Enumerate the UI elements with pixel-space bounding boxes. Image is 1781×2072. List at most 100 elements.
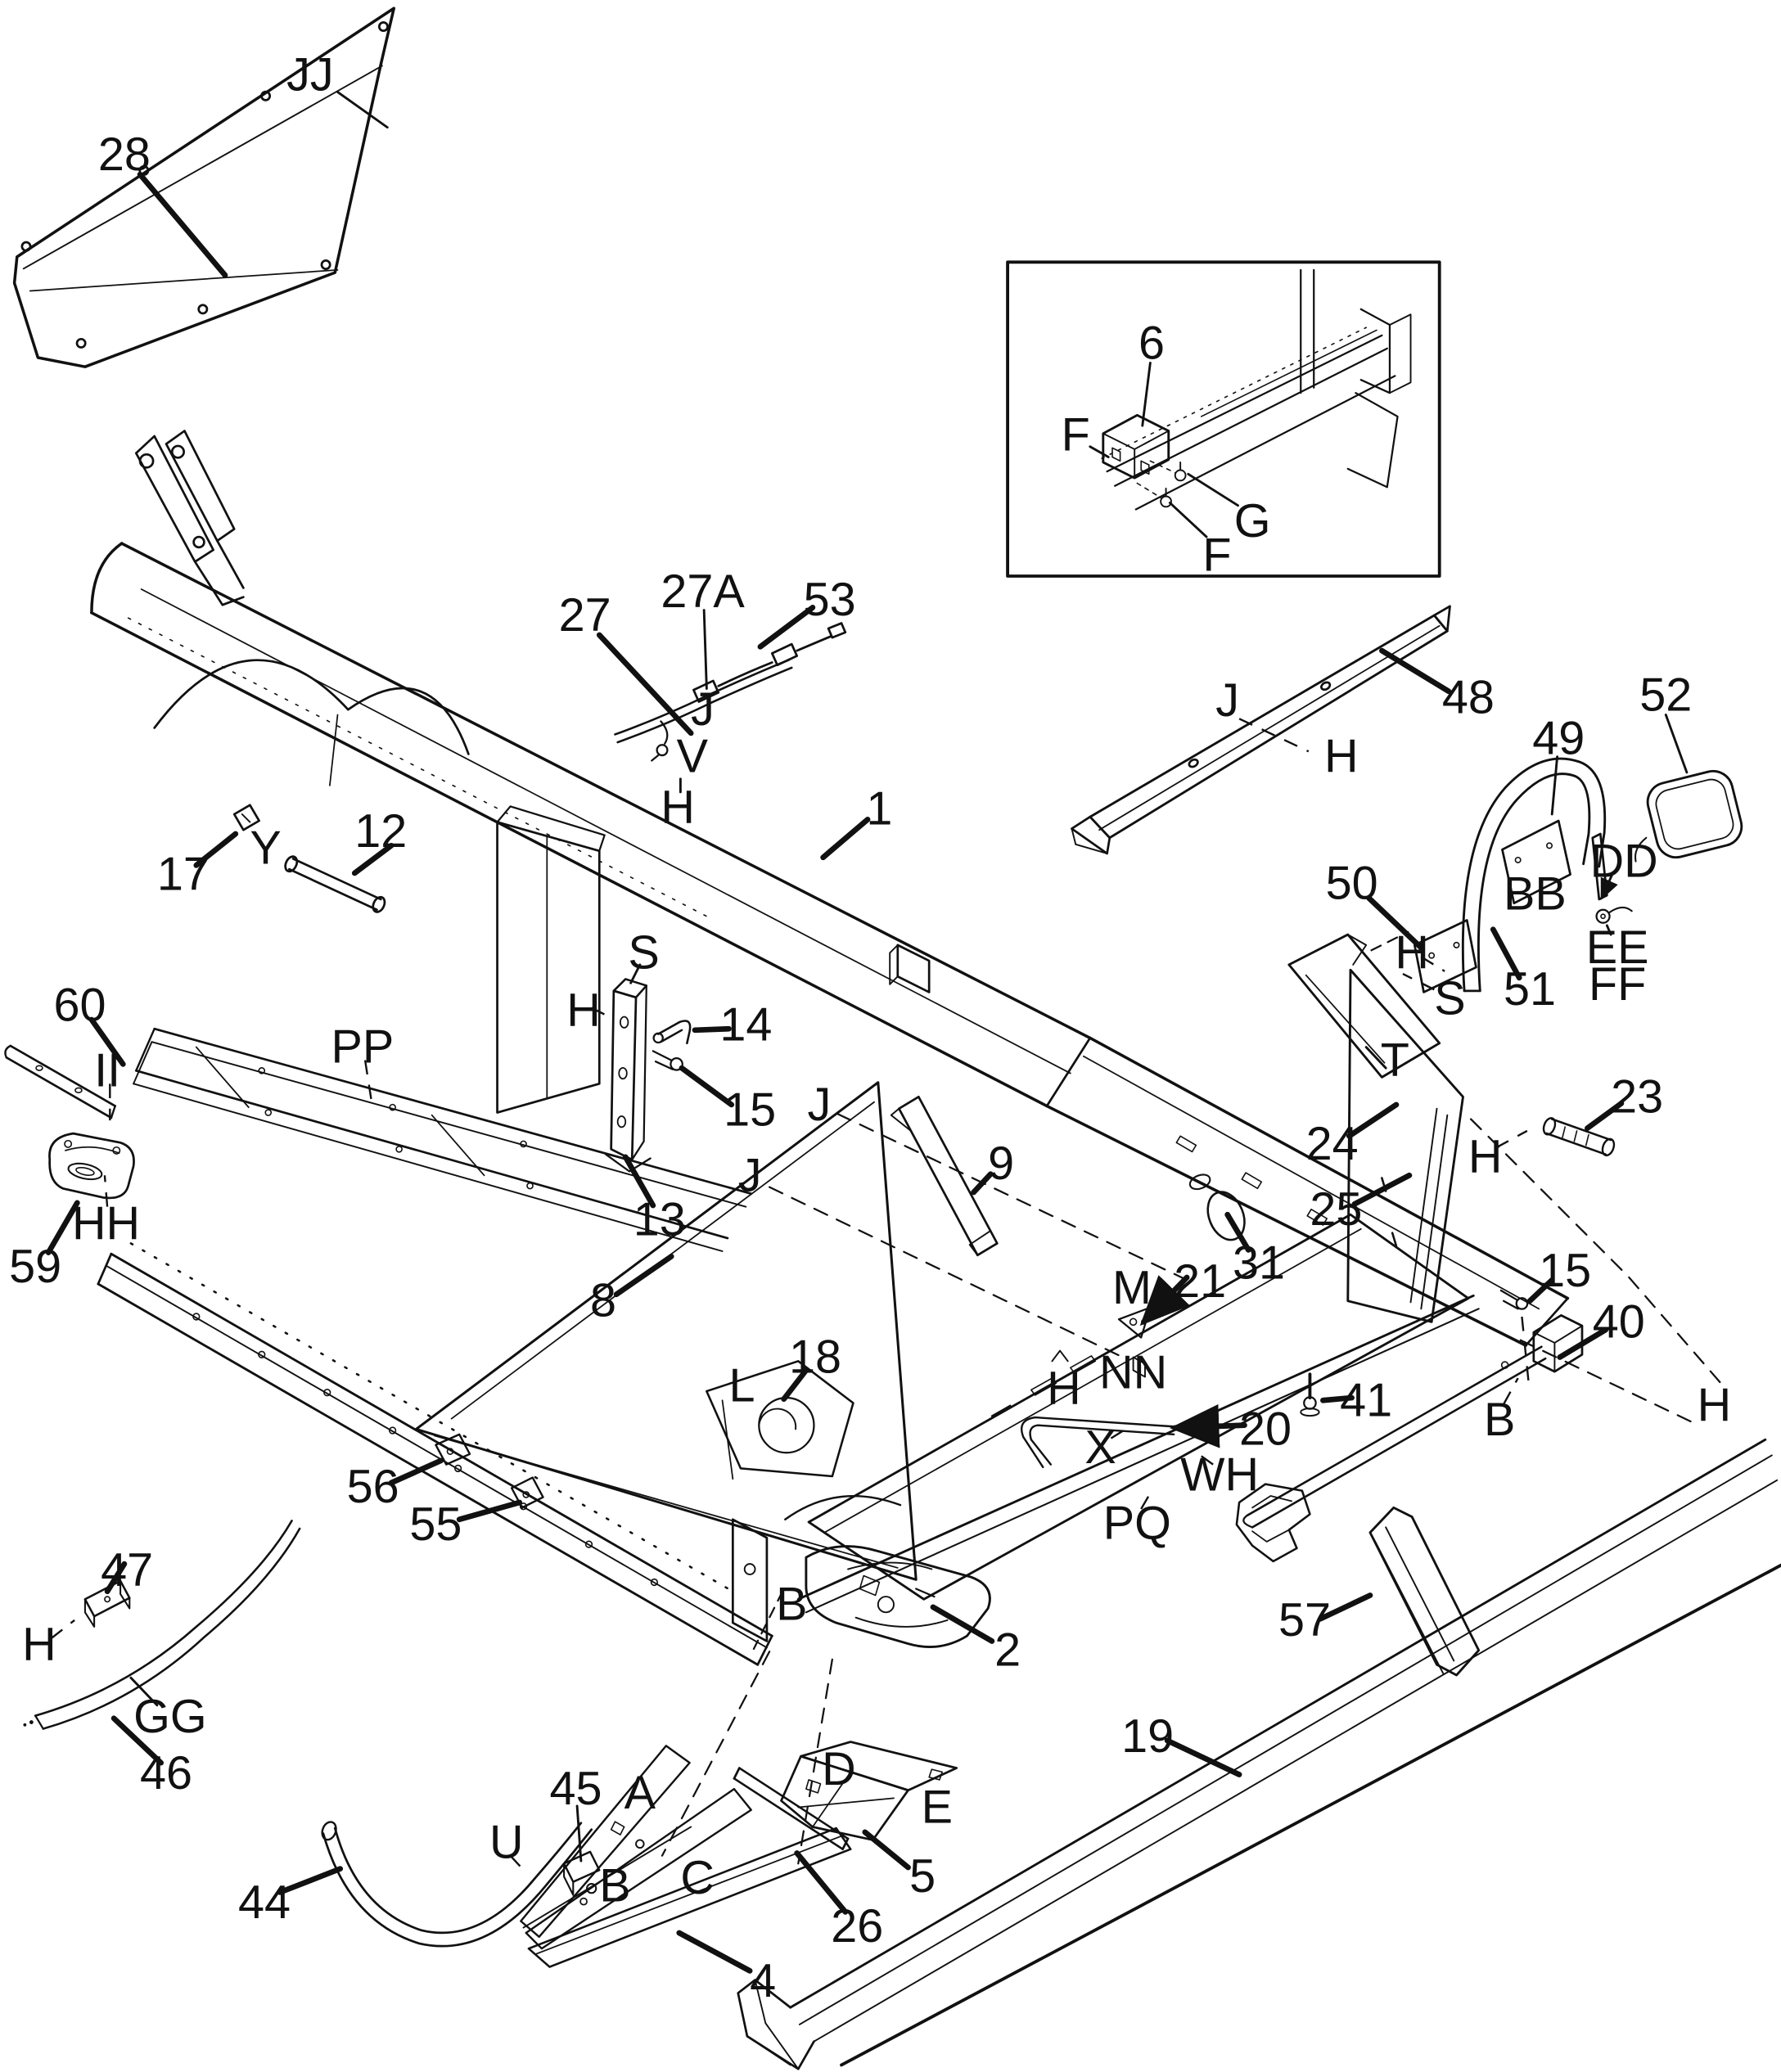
callout-f2: F	[1202, 529, 1231, 581]
leader-line	[591, 1007, 611, 1018]
callout-n20: 20	[1239, 1403, 1292, 1455]
callout-n28: 28	[98, 128, 151, 181]
callout-n15b: 15	[1539, 1245, 1591, 1297]
callout-n1: 1	[866, 783, 892, 836]
callout-j2: J	[1215, 674, 1239, 727]
leader-line	[1139, 1274, 1191, 1327]
bar-40-assembly	[1235, 1117, 1616, 1563]
j-rod-44	[321, 1821, 593, 1948]
callout-ee: EE	[1586, 921, 1649, 974]
callout-y: Y	[250, 822, 281, 875]
auger-tube	[90, 542, 1092, 1108]
leader-line	[1364, 1046, 1387, 1070]
leader-line	[1164, 1737, 1242, 1777]
leader-line	[88, 1016, 126, 1067]
hinge-lugs	[134, 430, 245, 606]
callout-m: M	[1112, 1262, 1152, 1314]
callout-n50: 50	[1326, 858, 1378, 910]
leader-line	[193, 831, 239, 868]
callout-h6: H	[1047, 1363, 1081, 1415]
callout-j3: J	[807, 1079, 831, 1131]
callout-n49: 49	[1532, 712, 1585, 764]
leader-line	[277, 1866, 344, 1895]
callout-n21: 21	[1174, 1255, 1226, 1308]
callout-n59: 59	[9, 1241, 61, 1293]
leader-line	[1089, 445, 1110, 458]
callout-j1: J	[691, 683, 715, 736]
callout-n55: 55	[409, 1498, 462, 1551]
leader-line	[104, 1561, 128, 1595]
leader-line	[110, 1715, 165, 1766]
leader-line	[1557, 1327, 1609, 1360]
callout-b3: B	[599, 1859, 630, 1912]
hook-and-lamp-assembly	[1413, 757, 1743, 993]
callout-h4: H	[566, 984, 601, 1037]
top-shield-panel	[12, 7, 396, 368]
leader-line	[1526, 1277, 1555, 1304]
leader-line	[1224, 1211, 1251, 1253]
leader-line	[1402, 972, 1435, 991]
bottom-panel-19	[737, 1438, 1781, 2070]
callout-n17: 17	[157, 849, 210, 901]
callout-v: V	[677, 731, 709, 783]
callout-n23: 23	[1611, 1070, 1663, 1123]
cutterbar-rail	[97, 1242, 773, 1666]
leader-line	[781, 1367, 809, 1403]
callout-d: D	[822, 1743, 856, 1795]
leader-line	[1320, 1394, 1355, 1403]
callout-n19: 19	[1121, 1710, 1174, 1763]
callout-a: A	[624, 1767, 656, 1819]
callout-t: T	[1381, 1034, 1409, 1087]
callout-n51: 51	[1504, 963, 1556, 1016]
leader-line	[676, 1930, 753, 1974]
leader-line	[1110, 1424, 1133, 1439]
right-frame	[752, 930, 1724, 1651]
callout-h3: H	[1395, 926, 1429, 979]
callout-h8: H	[22, 1619, 56, 1671]
leader-line	[1502, 1377, 1519, 1405]
callout-c: C	[680, 1852, 715, 1904]
callout-n56: 56	[347, 1461, 399, 1513]
leader-line	[1140, 1493, 1152, 1510]
left-small-parts	[4, 1044, 135, 1200]
support-channel	[605, 978, 692, 1173]
callout-n53: 53	[804, 574, 856, 626]
callout-g: G	[1234, 495, 1271, 547]
callout-h5: H	[1468, 1131, 1503, 1183]
leader-line	[622, 1154, 656, 1209]
callout-wh: WH	[1180, 1448, 1259, 1501]
callout-n4: 4	[750, 1955, 776, 2007]
leader-line	[575, 1804, 583, 1863]
callout-n6: 6	[1138, 317, 1165, 369]
top-rail-48	[1071, 605, 1451, 855]
callout-j4: J	[738, 1149, 762, 1201]
left-frame	[133, 805, 753, 1252]
leader-line	[862, 1829, 911, 1871]
callout-l: L	[729, 1360, 755, 1412]
leader-line	[1168, 502, 1208, 538]
wiring-harness	[614, 622, 847, 762]
leader-lines	[45, 91, 1689, 1974]
leader-line	[1317, 1592, 1373, 1622]
callout-s1: S	[1434, 972, 1465, 1025]
callout-n13: 13	[633, 1194, 686, 1246]
leader-line	[1490, 926, 1522, 981]
leader-line	[1351, 1172, 1413, 1207]
callout-n44: 44	[238, 1876, 291, 1929]
leader-line	[794, 1850, 849, 1915]
leader-line	[1550, 755, 1559, 816]
leader-line	[336, 91, 389, 129]
leader-line	[137, 171, 228, 278]
callout-n40: 40	[1593, 1295, 1645, 1348]
callout-jj: JJ	[286, 49, 334, 101]
callout-nn: NN	[1099, 1347, 1167, 1399]
leader-line	[930, 1604, 995, 1644]
callout-h7: H	[1698, 1380, 1732, 1432]
leader-line	[1420, 956, 1445, 972]
leader-line	[351, 843, 395, 876]
leader-line	[1141, 361, 1152, 427]
leader-line	[629, 963, 642, 984]
callout-n8: 8	[590, 1275, 616, 1327]
